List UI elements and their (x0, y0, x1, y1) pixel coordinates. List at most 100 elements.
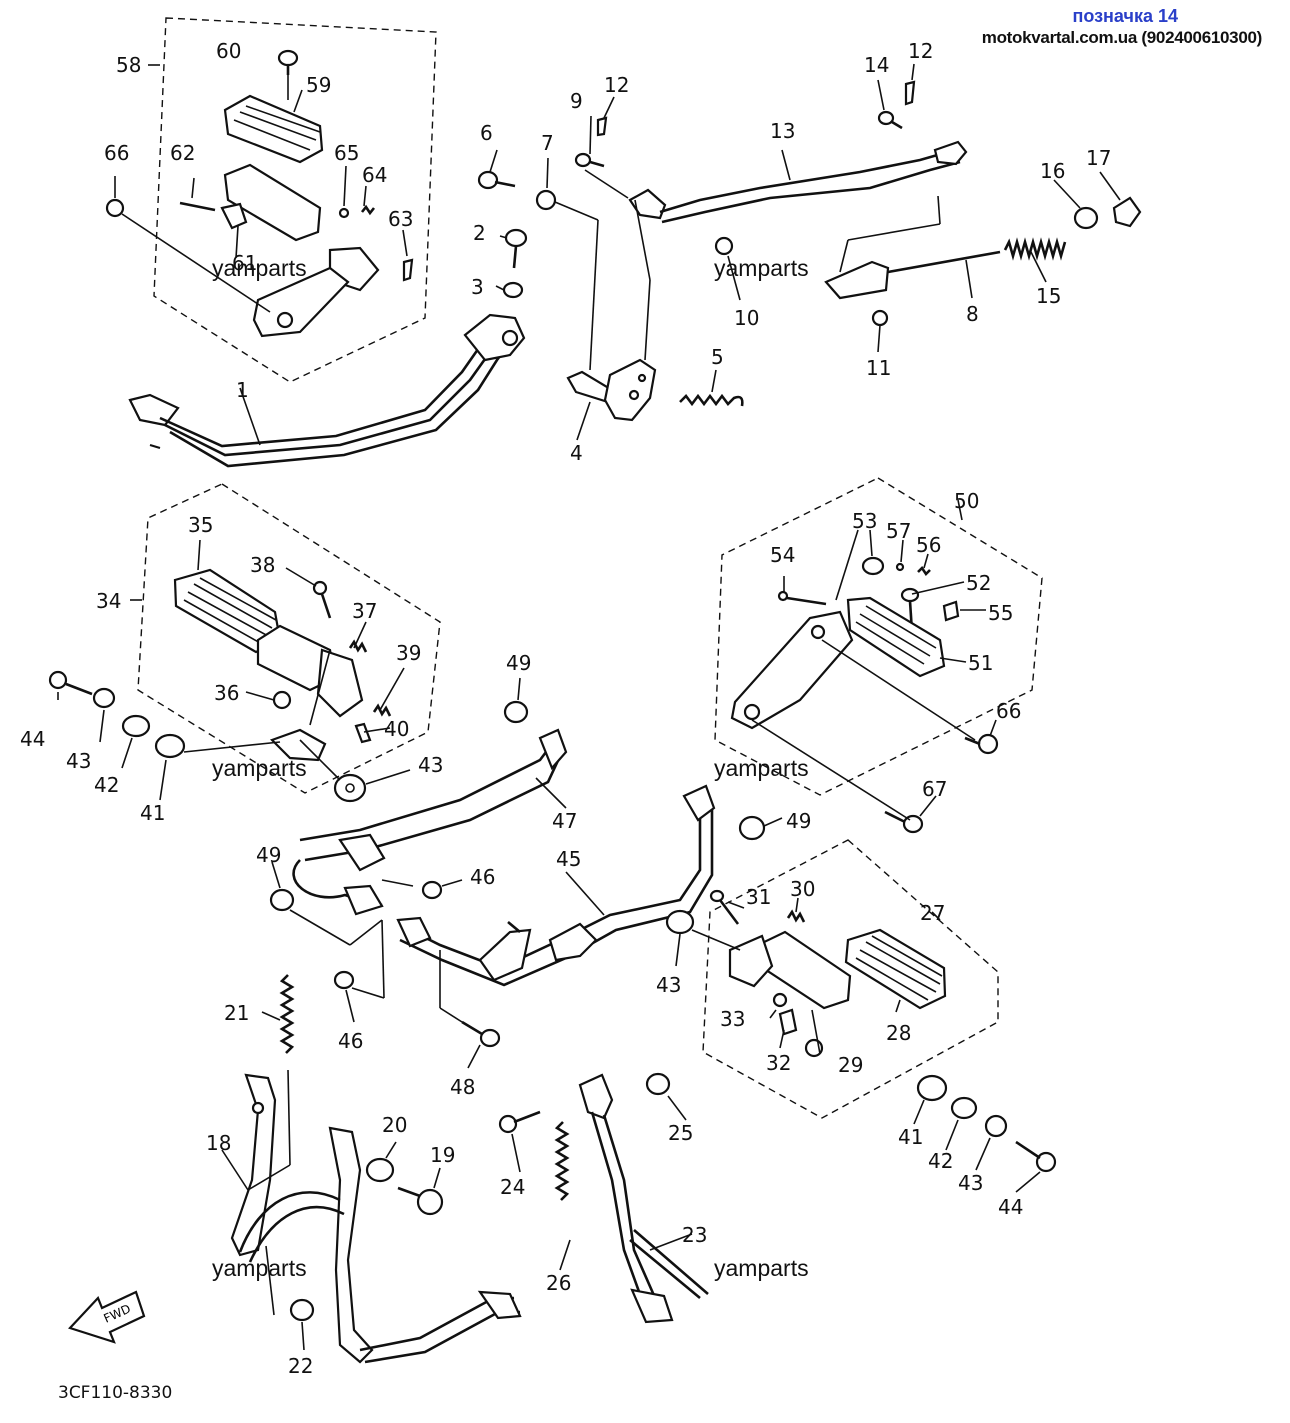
spacers-left (48, 670, 367, 803)
watermark: yamparts (212, 755, 307, 781)
part-number: 31 (746, 885, 771, 909)
return-spring (679, 393, 744, 407)
part-number: 55 (988, 601, 1013, 625)
part-number: 46 (338, 1029, 363, 1053)
part-number: 35 (188, 513, 213, 537)
part-number: 59 (306, 73, 331, 97)
part-number: 19 (430, 1143, 455, 1167)
part-number: 61 (232, 251, 257, 275)
part-number: 45 (556, 847, 581, 871)
bracket-45 (396, 784, 716, 987)
part-number: 15 (1036, 284, 1061, 308)
footrest-27 (709, 889, 947, 1058)
group-27-outline (702, 839, 999, 1119)
part-number: 9 (570, 89, 583, 113)
part-number: 4 (570, 441, 583, 465)
part-number: 21 (224, 1001, 249, 1025)
part-number: 47 (552, 809, 577, 833)
footrest-34 (173, 568, 392, 762)
footrest-58 (105, 49, 414, 338)
watermark: yamparts (714, 755, 809, 781)
watermarks: yamparts yamparts yamparts yamparts yamp… (212, 255, 809, 1281)
spacers-right (665, 909, 1057, 1173)
group-50-outline (714, 477, 1043, 796)
part-number: 3 (471, 275, 484, 299)
part-number: 12 (604, 73, 629, 97)
part-number: 53 (852, 509, 877, 533)
part-number: 23 (682, 1223, 707, 1247)
diagram-code: 3CF110-8330 (58, 1383, 172, 1403)
part-number: 58 (116, 53, 141, 77)
part-number: 26 (546, 1271, 571, 1295)
brake-cable-parts (714, 196, 1142, 327)
side-stand (498, 1072, 709, 1324)
footrest-50 (730, 556, 999, 755)
part-number: 40 (384, 717, 409, 741)
center-stand (230, 974, 522, 1364)
part-number: 49 (506, 651, 531, 675)
group-34-outline (137, 483, 441, 794)
brake-rod-13 (628, 140, 968, 224)
part-number: 17 (1086, 146, 1111, 170)
part-number: 54 (770, 543, 795, 567)
group-58-outline (153, 17, 437, 383)
header-tag: позначка 14 (1072, 6, 1178, 26)
part-number: 44 (20, 727, 45, 751)
part-number: 22 (288, 1354, 313, 1378)
part-number: 16 (1040, 159, 1065, 183)
part-number: 49 (256, 843, 281, 867)
part-number: 7 (541, 131, 554, 155)
part-number: 25 (668, 1121, 693, 1145)
part-number-labels: 1 2 3 4 5 6 7 8 9 10 11 12 12 13 14 15 1… (20, 39, 1111, 1378)
part-number: 43 (66, 749, 91, 773)
part-number: 32 (766, 1051, 791, 1075)
part-number: 60 (216, 39, 241, 63)
watermark: yamparts (714, 1255, 809, 1281)
part-number: 66 (996, 699, 1021, 723)
part-number: 8 (966, 302, 979, 326)
header-site: motokvartal.com.ua (902400610300) (981, 28, 1263, 47)
part-number: 1 (236, 378, 249, 402)
part-number: 65 (334, 141, 359, 165)
part-number: 48 (450, 1075, 475, 1099)
part-number: 12 (908, 39, 933, 63)
part-number: 34 (96, 589, 121, 613)
part-number: 50 (954, 489, 979, 513)
part-number: 62 (170, 141, 195, 165)
part-number: 43 (958, 1171, 983, 1195)
part-number: 5 (711, 345, 724, 369)
watermark: yamparts (212, 255, 307, 281)
watermark: yamparts (714, 255, 809, 281)
small-fasteners-top (477, 170, 557, 299)
part-number: 20 (382, 1113, 407, 1137)
part-number: 11 (866, 356, 891, 380)
part-number: 57 (886, 519, 911, 543)
part-number: 38 (250, 553, 275, 577)
part-number: 39 (396, 641, 421, 665)
part-number: 43 (656, 973, 681, 997)
part-number: 52 (966, 571, 991, 595)
part-number: 64 (362, 163, 387, 187)
leader-lines (57, 63, 1121, 1351)
part-number: 24 (500, 1175, 525, 1199)
brake-shaft (566, 358, 657, 422)
part-number: 46 (470, 865, 495, 889)
stand-bolts (269, 700, 924, 1048)
part-number: 37 (352, 599, 377, 623)
part-number: 41 (898, 1125, 923, 1149)
part-number: 13 (770, 119, 795, 143)
bracket-47 (292, 728, 568, 916)
part-number: 66 (104, 141, 129, 165)
part-number: 2 (473, 221, 486, 245)
part-number: 51 (968, 651, 993, 675)
part-number: 49 (786, 809, 811, 833)
part-number: 44 (998, 1195, 1023, 1219)
part-number: 18 (206, 1131, 231, 1155)
part-number: 30 (790, 877, 815, 901)
part-number: 28 (886, 1021, 911, 1045)
part-number: 6 (480, 121, 493, 145)
part-number: 36 (214, 681, 239, 705)
part-number: 42 (94, 773, 119, 797)
fwd-arrow: FWD (68, 1290, 146, 1344)
